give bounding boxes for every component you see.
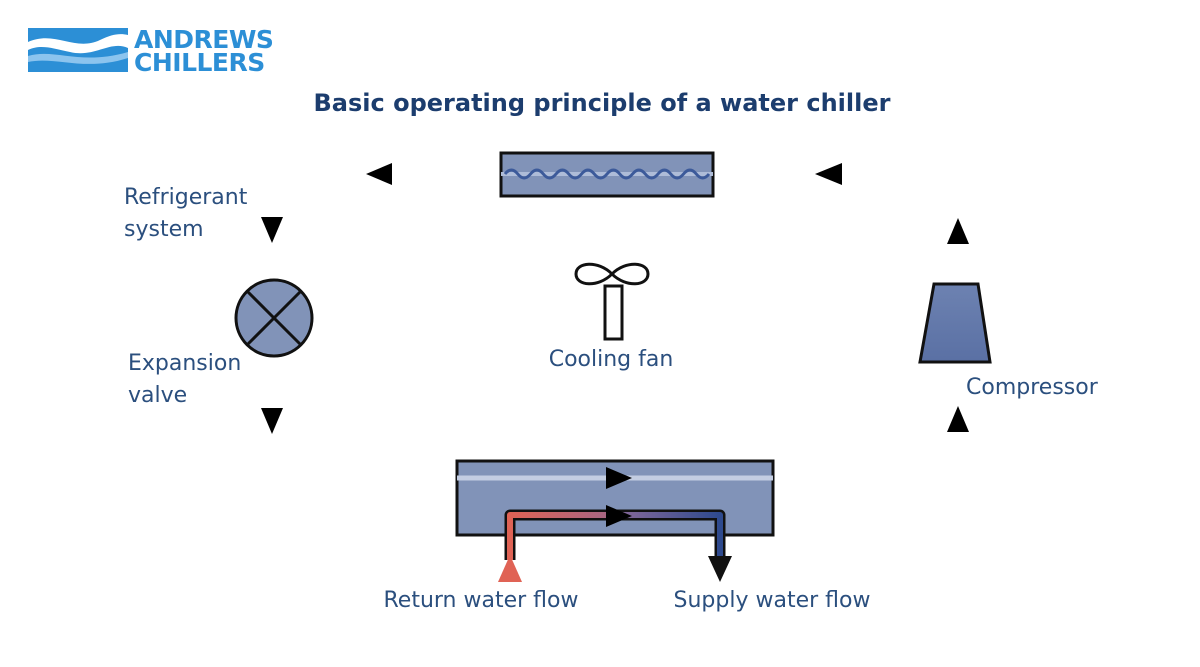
arrow-left-icon	[366, 163, 392, 185]
condenser	[499, 151, 715, 198]
logo-text-line2: CHILLERS	[134, 48, 265, 77]
cooling-fan-label: Cooling fan	[549, 347, 674, 372]
logo-wave-icon	[28, 28, 128, 72]
compressor-label: Compressor	[966, 375, 1099, 400]
supply-water-flow-label: Supply water flow	[674, 588, 871, 613]
arrow-right-icon	[606, 505, 632, 527]
refrigerant-system-label-line1: Refrigerant	[124, 185, 248, 210]
return-water-pipe	[507, 512, 615, 560]
andrews-chillers-logo: ANDREWS CHILLERS	[28, 25, 274, 77]
expansion-valve-icon	[234, 278, 314, 358]
compressor-icon	[918, 282, 992, 364]
arrow-left-icon	[815, 163, 842, 185]
arrow-down-icon	[261, 217, 283, 243]
arrow-up-icon	[947, 406, 969, 432]
diagram-title: Basic operating principle of a water chi…	[314, 89, 891, 117]
expansion-valve-label-line2: valve	[128, 383, 187, 408]
return-water-flow-label: Return water flow	[384, 588, 579, 613]
arrow-down-icon	[261, 408, 283, 434]
supply-water-pipe	[615, 512, 723, 560]
expansion-valve-label-line1: Expansion	[128, 351, 241, 376]
arrow-up-icon	[947, 218, 969, 244]
refrigerant-system-label-line2: system	[124, 217, 204, 242]
return-arrow-up-icon	[498, 555, 522, 582]
condenser-coil	[503, 168, 711, 180]
supply-arrow-down-icon	[708, 556, 732, 582]
arrow-right-icon	[606, 467, 632, 489]
flow-arrows	[261, 163, 969, 582]
logo-text-line1: ANDREWS	[134, 25, 273, 54]
cooling-fan-icon	[574, 262, 650, 341]
